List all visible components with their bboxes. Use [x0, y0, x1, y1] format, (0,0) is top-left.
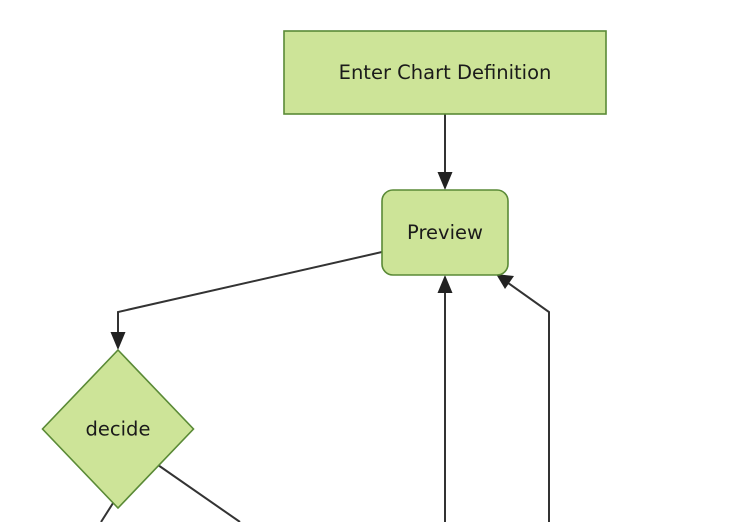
edge-decide-out-left — [100, 499, 116, 522]
node-decide[interactable]: decide — [41, 348, 195, 510]
node-preview[interactable]: Preview — [381, 189, 509, 276]
preview-label: Preview — [407, 221, 483, 244]
edge-decide-out-left-line — [100, 499, 116, 522]
decide-diamond[interactable] — [41, 348, 195, 510]
edge-right-into-preview — [496, 274, 550, 522]
enter-chart-definition-box[interactable] — [283, 30, 607, 115]
edge-preview-to-decide-arrowhead — [110, 332, 126, 350]
edge-decide-out-right — [157, 464, 241, 522]
edge-enter-to-preview-arrowhead — [437, 172, 453, 190]
edge-right-into-preview-arrowhead — [496, 274, 514, 289]
node-enter-chart-definition[interactable]: Enter Chart Definition — [283, 30, 607, 115]
edge-right-into-preview-line — [503, 279, 550, 522]
preview-box[interactable] — [381, 189, 509, 276]
edge-preview-to-decide — [110, 251, 383, 350]
edge-center-into-preview-arrowhead — [437, 275, 453, 293]
edge-center-into-preview — [437, 275, 453, 522]
edge-preview-to-decide-line — [117, 251, 383, 341]
enter-chart-definition-label: Enter Chart Definition — [339, 61, 552, 84]
decide-label: decide — [86, 418, 151, 441]
edge-enter-to-preview — [437, 114, 453, 190]
edge-decide-out-right-line — [157, 464, 241, 522]
